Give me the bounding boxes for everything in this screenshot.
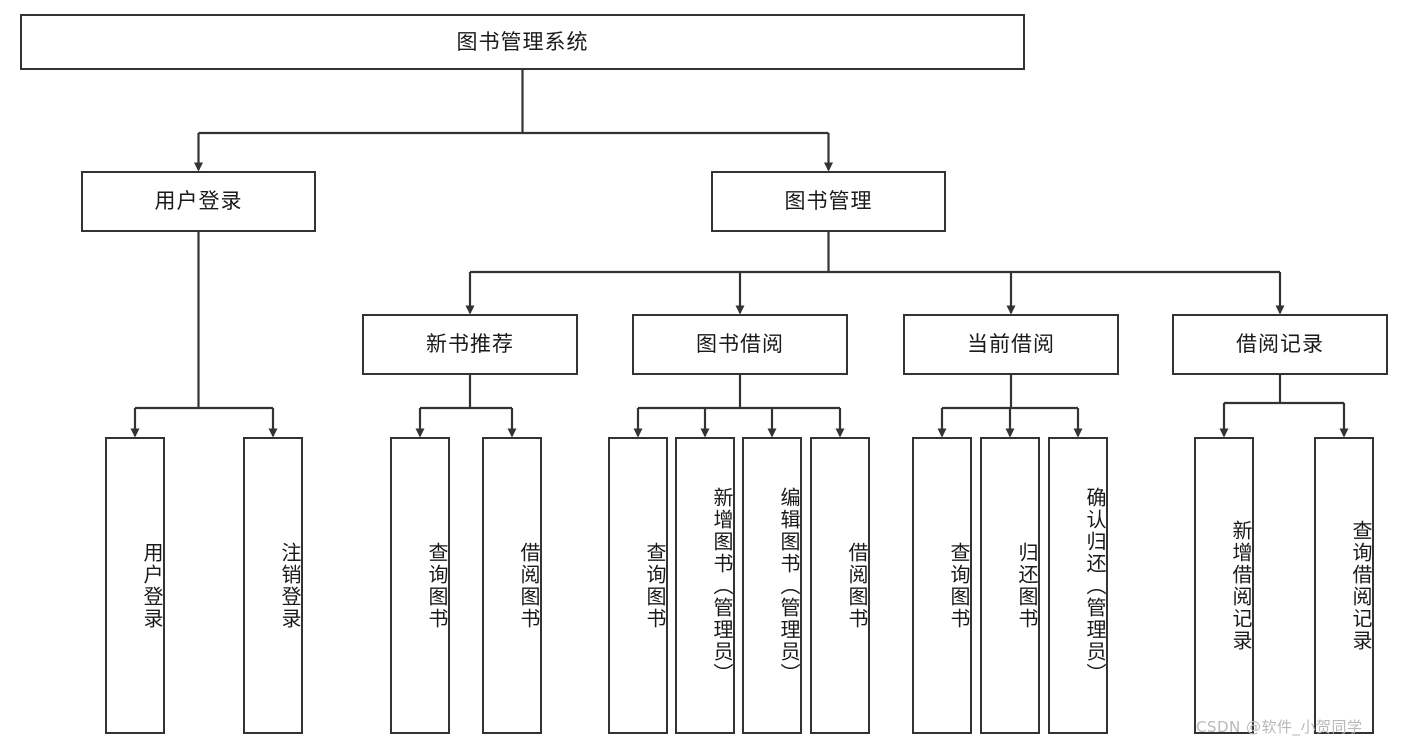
node-leaf-user-login[interactable]: 用户登录 (105, 437, 165, 734)
node-label: 图书借阅 (696, 332, 784, 357)
node-label: 编辑图书（管理员） (777, 486, 801, 685)
node-label: 新书推荐 (426, 332, 514, 357)
node-leaf-add-record[interactable]: 新增借阅记录 (1194, 437, 1254, 734)
node-label: 归还图书 (1015, 541, 1039, 630)
node-leaf-confirm-ret[interactable]: 确认归还（管理员） (1048, 437, 1108, 734)
node-leaf-logout[interactable]: 注销登录 (243, 437, 303, 734)
node-user-login[interactable]: 用户登录 (81, 171, 316, 232)
node-label: 用户登录 (140, 541, 164, 630)
node-label: 确认归还（管理员） (1083, 486, 1107, 685)
node-leaf-borrow-book-1[interactable]: 借阅图书 (482, 437, 542, 734)
node-leaf-add-book[interactable]: 新增图书（管理员） (675, 437, 735, 734)
node-label: 查询图书 (425, 541, 449, 630)
node-label: 查询借阅记录 (1349, 519, 1373, 652)
node-leaf-borrow-book-2[interactable]: 借阅图书 (810, 437, 870, 734)
node-root[interactable]: 图书管理系统 (20, 14, 1025, 70)
node-book-manage[interactable]: 图书管理 (711, 171, 946, 232)
node-borrow-record[interactable]: 借阅记录 (1172, 314, 1388, 375)
node-label: 借阅图书 (517, 541, 541, 630)
node-leaf-query-record[interactable]: 查询借阅记录 (1314, 437, 1374, 734)
node-label: 新增借阅记录 (1229, 519, 1253, 652)
node-current-borrow[interactable]: 当前借阅 (903, 314, 1119, 375)
node-label: 查询图书 (643, 541, 667, 630)
node-label: 新增图书（管理员） (710, 486, 734, 685)
node-label: 用户登录 (154, 189, 243, 214)
node-leaf-return-book[interactable]: 归还图书 (980, 437, 1040, 734)
node-book-borrow[interactable]: 图书借阅 (632, 314, 848, 375)
csdn-watermark: CSDN @软件_小贺同学 (1196, 718, 1363, 736)
node-leaf-edit-book[interactable]: 编辑图书（管理员） (742, 437, 802, 734)
node-leaf-query-book-2[interactable]: 查询图书 (608, 437, 668, 734)
node-label: 注销登录 (278, 541, 302, 630)
node-label: 图书管理系统 (456, 29, 589, 54)
node-label: 借阅图书 (845, 541, 869, 630)
node-leaf-query-book-3[interactable]: 查询图书 (912, 437, 972, 734)
node-label: 图书管理 (784, 189, 873, 214)
node-new-book-rec[interactable]: 新书推荐 (362, 314, 578, 375)
node-label: 查询图书 (947, 541, 971, 630)
node-leaf-query-book-1[interactable]: 查询图书 (390, 437, 450, 734)
node-label: 借阅记录 (1236, 332, 1324, 357)
node-label: 当前借阅 (967, 332, 1055, 357)
